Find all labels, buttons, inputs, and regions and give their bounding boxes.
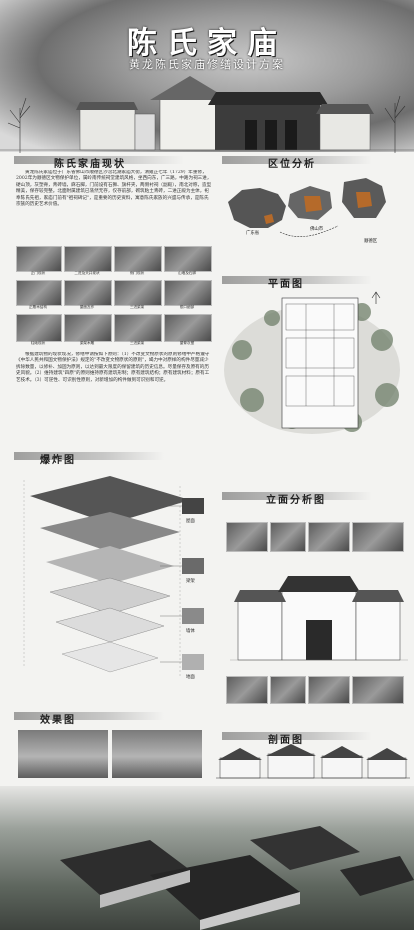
elevation-section-title: 立面分析图 — [266, 495, 326, 506]
photo-caption: 梁架木雕 — [79, 341, 95, 345]
plan-section-title: 平面图 — [268, 279, 304, 290]
status-section-bar — [14, 156, 184, 164]
photo-caption: 屋面瓦作 — [79, 305, 95, 309]
photo-caption: 屋脊灰塑 — [179, 341, 195, 345]
status-photo — [164, 280, 212, 306]
section-section-title: 剖面图 — [268, 735, 304, 746]
status-photo — [114, 246, 162, 272]
photo-caption: 侧门现状 — [129, 271, 145, 275]
explode-label-roof: 屋面 — [186, 519, 195, 524]
label-shunde: 顺德区 — [364, 239, 378, 244]
status-photo — [16, 280, 62, 306]
exploded-axonometric — [23, 476, 204, 676]
status-photo — [64, 246, 112, 272]
photo-caption: 柱础现状 — [30, 341, 46, 345]
status-section-title: 陈氏家庙现状 — [54, 159, 126, 170]
elevation-photo — [352, 522, 404, 552]
photo-caption: 山墙及石脚 — [178, 271, 196, 275]
effect-section-bar — [14, 712, 164, 720]
poster-subtitle: 黄龙陈氏家庙修缮设计方案 — [129, 58, 285, 71]
photo-caption: 檐口细部 — [179, 305, 195, 309]
status-photo — [164, 314, 212, 342]
effect-section-title: 效果图 — [40, 715, 76, 726]
front-elevation-drawing — [230, 576, 408, 661]
photo-caption: 二进及天井现状 — [74, 271, 100, 275]
elevation-detail — [308, 676, 350, 704]
elevation-detail — [226, 676, 268, 704]
poster-title: 陈氏家庙 — [127, 26, 287, 61]
location-section-bar — [222, 156, 372, 164]
photo-caption: 三进梁架 — [129, 305, 145, 309]
explode-section-bar — [14, 452, 164, 460]
elevation-detail — [352, 676, 404, 704]
status-photo — [114, 314, 162, 342]
repair-principles: 根据建筑物的现状现况，修缮申请按如下原则：（1）不改变文物原状的原则修缮中严格遵… — [16, 352, 210, 383]
explode-label-frame: 梁架 — [186, 579, 195, 584]
effect-render-courtyard — [18, 730, 108, 778]
photo-caption: 正殿木结构 — [29, 305, 47, 309]
status-photo — [64, 280, 112, 306]
photo-caption: 正门现状 — [30, 271, 46, 275]
plan-section-bar — [222, 276, 372, 284]
elevation-photo — [308, 522, 350, 552]
hero-building-elevation — [0, 76, 414, 153]
elevation-photo — [226, 522, 268, 552]
status-photo — [16, 314, 62, 342]
photo-caption: 三进梁架 — [129, 341, 145, 345]
status-photo — [164, 246, 212, 272]
site-plan — [224, 291, 400, 434]
section-section-bar — [222, 732, 372, 740]
elevation-photo — [270, 522, 306, 552]
section-drawing — [216, 744, 410, 779]
status-photo — [114, 280, 162, 306]
label-guangdong: 广东省 — [246, 231, 260, 236]
status-description: 黄龙陈氏家庙位于广东省佛山市顺德区沙滘北潮家庙大街，清雍正七年（1729）年重修… — [16, 170, 212, 208]
explode-section-title: 爆炸图 — [40, 455, 76, 466]
elevation-section-bar — [222, 492, 372, 500]
label-foshan: 佛山市 — [310, 227, 324, 232]
explode-label-floor: 地面 — [186, 675, 195, 680]
aerial-buildings — [60, 826, 414, 930]
explode-label-wall: 墙体 — [186, 629, 195, 634]
location-maps — [228, 178, 386, 237]
status-photo — [16, 246, 62, 272]
location-section-title: 区位分析 — [268, 159, 316, 170]
effect-render-entrance — [112, 730, 202, 778]
status-photo — [64, 314, 112, 342]
elevation-detail — [270, 676, 306, 704]
